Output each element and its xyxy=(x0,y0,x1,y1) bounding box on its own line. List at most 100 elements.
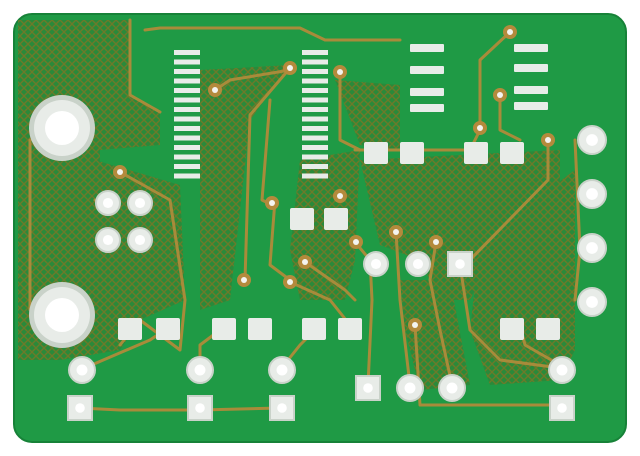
drill-hole xyxy=(446,382,458,394)
solder-pad-icon xyxy=(174,164,200,169)
drill-hole xyxy=(134,234,146,246)
solder-pad-icon xyxy=(302,173,328,179)
drill-hole xyxy=(241,277,247,283)
drill-hole xyxy=(76,364,88,376)
drill-hole xyxy=(586,188,598,200)
drill-hole xyxy=(337,69,343,75)
drill-hole xyxy=(302,259,308,265)
drill-hole xyxy=(404,382,416,394)
solder-pad-icon xyxy=(324,208,348,230)
through-hole-pads xyxy=(67,125,607,421)
drill-hole xyxy=(195,403,205,413)
drill-hole xyxy=(412,258,424,270)
solder-pad-icon xyxy=(549,395,575,421)
solder-pad-icon xyxy=(338,318,362,340)
drill-hole xyxy=(269,200,275,206)
drill-hole xyxy=(497,92,503,98)
drill-hole xyxy=(507,29,513,35)
solder-pad-icon xyxy=(248,318,272,340)
drill-hole xyxy=(556,364,568,376)
drill-hole xyxy=(363,383,373,393)
solder-pad-icon xyxy=(302,145,328,150)
drill-hole xyxy=(134,197,146,209)
solder-pad-icon xyxy=(302,78,328,84)
drill-hole xyxy=(287,279,293,285)
solder-pad-icon xyxy=(302,318,326,340)
drill-hole xyxy=(337,193,343,199)
solder-pad-icon xyxy=(302,116,328,122)
drill-hole xyxy=(477,125,483,131)
solder-pad-icon xyxy=(302,69,328,74)
solder-pad-icon xyxy=(500,142,524,164)
solder-pad-icon xyxy=(400,142,424,164)
drill-hole xyxy=(287,65,293,71)
solder-pad-icon xyxy=(514,44,548,52)
ic-footprint-right xyxy=(302,50,328,179)
solder-pad-icon xyxy=(174,135,200,141)
drill-hole xyxy=(276,364,288,376)
solder-pad-icon xyxy=(174,173,200,179)
drill-hole xyxy=(586,242,598,254)
solder-pad-icon xyxy=(174,88,200,93)
drill-hole xyxy=(117,169,123,175)
solder-pad-icon xyxy=(364,142,388,164)
solder-pad-icon xyxy=(118,318,142,340)
solder-pad-icon xyxy=(174,78,200,84)
drill-hole xyxy=(353,239,359,245)
drill-hole xyxy=(370,258,382,270)
solder-pad-icon xyxy=(302,154,328,160)
solder-pad-icon xyxy=(500,318,524,340)
smd-pads xyxy=(118,142,560,340)
drill-hole xyxy=(557,403,567,413)
solder-pad-icon xyxy=(290,208,314,230)
solder-pad-icon xyxy=(410,88,444,96)
solder-pad-icon xyxy=(410,66,444,74)
solder-pad-icon xyxy=(302,164,328,169)
solder-pad-icon xyxy=(174,50,200,55)
drill-hole xyxy=(586,296,598,308)
ic-footprint-left xyxy=(174,50,200,179)
solder-pad-icon xyxy=(174,126,200,131)
solder-pad-icon xyxy=(174,154,200,160)
solder-pad-icon xyxy=(302,88,328,93)
drill-hole xyxy=(102,197,114,209)
mounting-hole-icon xyxy=(29,95,95,161)
solder-pad-icon xyxy=(514,64,548,72)
solder-pad-icon xyxy=(174,97,200,103)
drill-hole xyxy=(102,234,114,246)
solder-pad-icon xyxy=(174,69,200,74)
solder-pad-icon xyxy=(174,145,200,150)
drill-hole xyxy=(277,403,287,413)
solder-pad-icon xyxy=(302,97,328,103)
drill-hole xyxy=(75,403,85,413)
solder-pad-icon xyxy=(514,86,548,94)
solder-pad-icon xyxy=(174,107,200,112)
drill-hole xyxy=(455,259,465,269)
solder-pad-icon xyxy=(302,107,328,112)
solder-pad-icon xyxy=(174,116,200,122)
solder-pad-icon xyxy=(156,318,180,340)
solder-pad-icon xyxy=(302,126,328,131)
drill-hole xyxy=(393,229,399,235)
drill-hole xyxy=(586,134,598,146)
solder-pad-icon xyxy=(302,59,328,65)
solder-pad-icon xyxy=(212,318,236,340)
solder-pad-icon xyxy=(410,44,444,52)
solder-pad-icon xyxy=(302,135,328,141)
drill-hole xyxy=(212,87,218,93)
mounting-hole-icon xyxy=(29,282,95,348)
drill-hole xyxy=(433,239,439,245)
vias xyxy=(113,25,555,332)
small-ic-pads xyxy=(410,44,548,112)
solder-pad-icon xyxy=(174,59,200,65)
solder-pad-icon xyxy=(464,142,488,164)
solder-pad-icon xyxy=(410,104,444,112)
solder-pad-icon xyxy=(514,102,548,110)
drill-hole xyxy=(545,137,551,143)
solder-pad-icon xyxy=(536,318,560,340)
drill-hole xyxy=(412,322,418,328)
drill-hole xyxy=(194,364,206,376)
solder-pad-icon xyxy=(302,50,328,55)
